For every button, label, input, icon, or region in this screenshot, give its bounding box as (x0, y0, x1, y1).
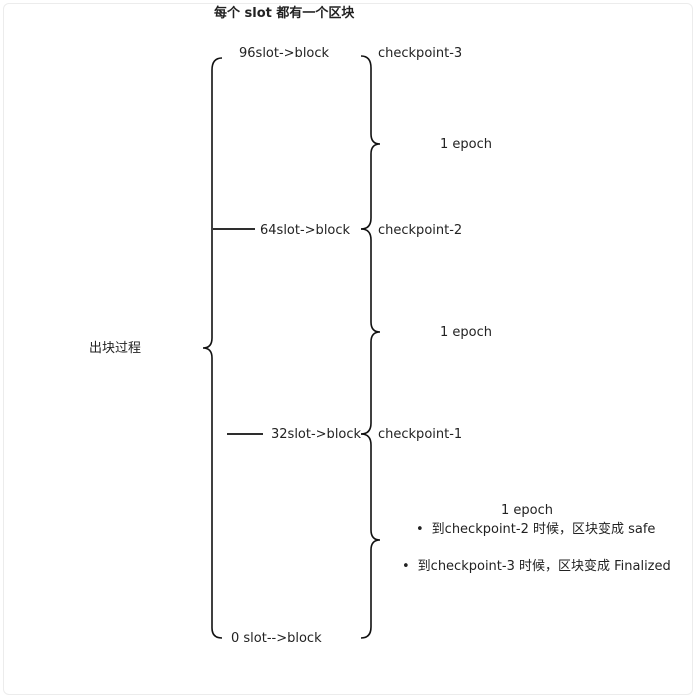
note-finalized: 到checkpoint-3 时候，区块变成 Finalized (402, 559, 671, 575)
note-safe: 到checkpoint-2 时候，区块变成 safe (416, 522, 656, 538)
slot-label-0: 0 slot-->block (231, 631, 322, 646)
canvas-frame (3, 3, 693, 695)
right-brace-epoch-3 (360, 433, 381, 639)
left-label-block-production: 出块过程 (89, 341, 142, 356)
checkpoint-label-1: checkpoint-1 (378, 427, 463, 442)
right-brace-epoch-1 (360, 55, 381, 230)
left-brace (202, 57, 223, 639)
epoch-label-bottom: 1 epoch (501, 503, 553, 518)
epoch-label-top: 1 epoch (440, 137, 492, 152)
slot-label-32: 32slot->block (271, 427, 362, 442)
diagram-title: 每个 slot 都有一个区块 (214, 6, 355, 21)
checkpoint-label-3: checkpoint-3 (378, 46, 463, 61)
slot-label-96: 96slot->block (239, 46, 330, 61)
epoch-label-middle: 1 epoch (440, 325, 492, 340)
slot-label-64: 64slot->block (260, 223, 351, 238)
checkpoint-label-2: checkpoint-2 (378, 223, 463, 238)
right-brace-epoch-2 (360, 228, 381, 435)
